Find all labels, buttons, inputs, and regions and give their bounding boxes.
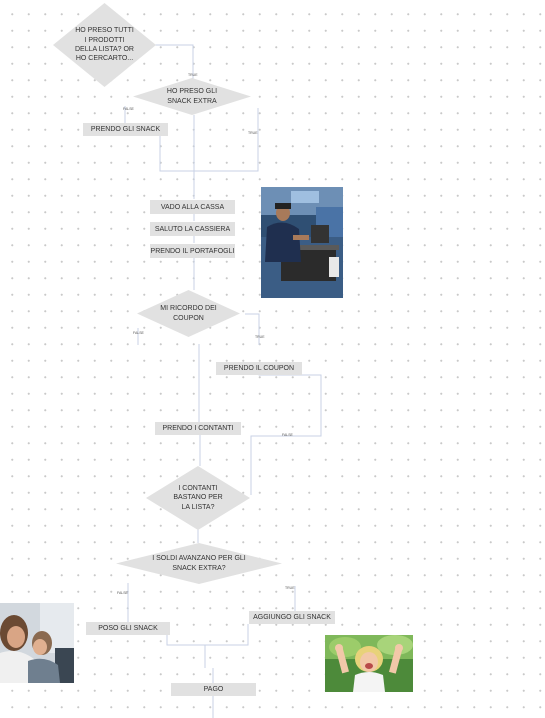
connector [159,108,259,172]
connector [250,362,322,495]
step-take-coupon[interactable]: PRENDO IL COUPON [216,362,302,375]
edge-label-true: TRUE [255,335,265,339]
edge-label-true: TRUE [285,586,295,590]
decision-label: I SOLDI AVANZANO PER GLI SNACK EXTRA? [152,555,246,572]
decision-label: HO PRESO TUTTI I PRODOTTI DELLA LISTA? O… [74,27,134,63]
decision-coupons[interactable]: MI RICORDO DEI COUPON [137,290,240,337]
decision-label: HO PRESO GLI SNACK EXTRA [166,88,218,105]
edge-label-true: TRUE [188,73,198,77]
connector [245,313,260,345]
laughing-women-photo [0,603,74,683]
edge-label-false: FALSE [117,591,128,595]
decision-label: MI RICORDO DEI COUPON [160,305,217,322]
decision-all-products[interactable]: HO PRESO TUTTI I PRODOTTI DELLA LISTA? O… [53,3,156,87]
edge-label-false: FALSE [133,331,144,335]
step-pay[interactable]: PAGO [171,683,256,696]
decision-extra-snacks[interactable]: HO PRESO GLI SNACK EXTRA [133,78,251,115]
step-put-back-snacks[interactable]: POSO GLI SNACK [86,622,170,635]
decision-cash-enough[interactable]: I CONTANTI BASTANO PER LA LISTA? [146,466,250,530]
step-greet-cashier[interactable]: SALUTO LA CASSIERA [150,222,235,236]
edge-label-true: TRUE [248,131,258,135]
step-take-wallet[interactable]: PRENDO IL PORTAFOGLI [150,244,235,258]
edge-label-false: FALSE [123,107,134,111]
cashier-photo [261,187,343,298]
edge-label-false: FALSE [282,433,293,437]
step-take-cash[interactable]: PRENDO I CONTANTI [155,422,241,435]
connector [166,624,249,646]
decision-label: I CONTANTI BASTANO PER LA LISTA? [173,484,223,511]
happy-child-photo [325,635,413,692]
step-take-snacks[interactable]: PRENDO GLI SNACK [83,123,168,136]
step-go-checkout[interactable]: VADO ALLA CASSA [150,200,235,214]
decision-money-left[interactable]: I SOLDI AVANZANO PER GLI SNACK EXTRA? [116,543,282,584]
step-add-snacks[interactable]: AGGIUNGO GLI SNACK [249,611,335,624]
